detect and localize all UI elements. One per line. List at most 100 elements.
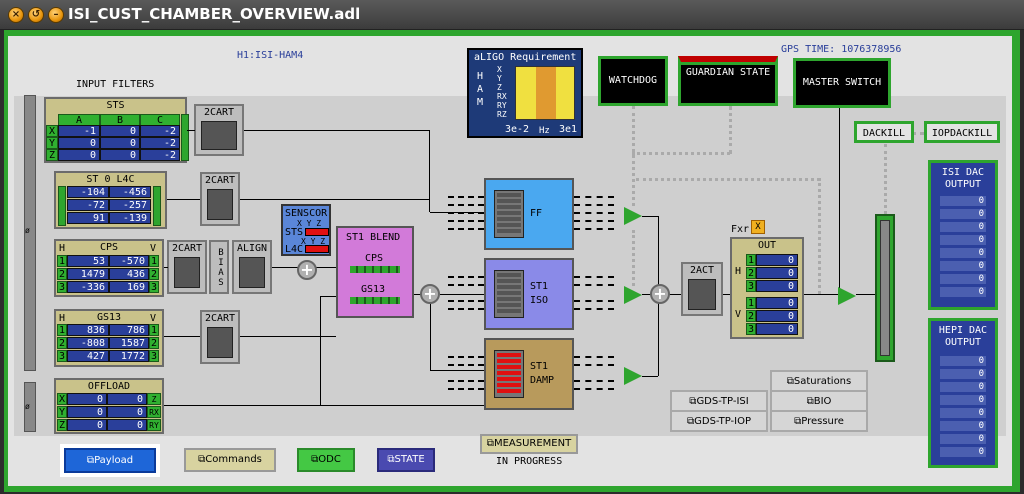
wire [320, 296, 336, 297]
matrix-green-icon [174, 257, 200, 288]
out-v-n: 3 [746, 323, 756, 335]
wire [642, 376, 658, 377]
saturations-button[interactable]: ⧉Saturations [770, 370, 868, 392]
align-button[interactable]: ALIGN [232, 240, 272, 294]
iopdackill-button[interactable]: IOPDACKILL [924, 121, 1000, 143]
wire [164, 336, 200, 337]
left-slider-bar[interactable] [24, 95, 36, 371]
window-icon: ⧉ [387, 454, 395, 465]
dash-line [448, 356, 484, 358]
gs13-n: 2 [57, 337, 67, 349]
senscor-l4c-led [305, 245, 329, 253]
senscor-sts: STS [285, 227, 304, 238]
wire [164, 267, 168, 268]
aligo-x-max: 3e1 [559, 124, 578, 135]
wire [167, 199, 200, 200]
cps-2cart-button[interactable]: 2CART [167, 240, 207, 294]
dac-value: 0 [940, 274, 986, 284]
cps-h: -336 [67, 281, 109, 293]
l4c-val: -139 [109, 212, 151, 224]
master-switch-button[interactable]: MASTER SWITCH [793, 58, 891, 108]
out-v-val: 0 [756, 297, 798, 309]
gds-tp-isi-button[interactable]: ⧉GDS-TP-ISI [670, 390, 768, 412]
cps-h: 1479 [67, 268, 109, 280]
cps-v: -570 [109, 255, 149, 267]
master-switch-slider[interactable] [875, 214, 895, 362]
odc-button[interactable]: ⧉ODC [297, 448, 355, 472]
dackill-button[interactable]: DACKILL [854, 121, 914, 143]
blend-cps-leds [350, 266, 400, 273]
window-icon: ⧉ [486, 438, 494, 449]
sts-2cart-button[interactable]: 2CART [194, 104, 244, 156]
l4c-val: -257 [109, 199, 151, 211]
sum-junction-icon: + [420, 284, 440, 304]
pressure-button[interactable]: ⧉Pressure [770, 410, 868, 432]
sts-val: -2 [140, 149, 180, 161]
offload-title: OFFLOAD [87, 381, 131, 392]
sts-val: -2 [140, 125, 180, 137]
sts-val: -1 [58, 125, 100, 137]
window-icon: ⧉ [689, 396, 697, 407]
matrix-grid-icon [201, 121, 237, 150]
payload-button[interactable]: ⧉Payload [64, 448, 156, 473]
measurement-label: MEASUREMENT [493, 438, 572, 449]
wire [440, 294, 484, 295]
2act-button[interactable]: 2ACT [681, 262, 723, 316]
dac-value: 0 [940, 287, 986, 297]
hepi-dac-output-panel[interactable]: HEPI DAC OUTPUT [928, 318, 998, 468]
gs13-vn: 1 [149, 324, 159, 336]
close-icon[interactable]: × [8, 7, 24, 23]
dash-line [574, 196, 614, 198]
wire [240, 336, 336, 337]
offload-r: RX [147, 406, 161, 418]
st1-iso-block[interactable]: ST1 ISO [484, 258, 574, 330]
dotted-link [729, 106, 732, 154]
blend-cps: CPS [365, 253, 384, 264]
guardian-state-button[interactable]: GUARDIAN STATE [678, 56, 778, 106]
offload-l: X [57, 393, 67, 405]
aligo-requirement-panel[interactable]: aLIGO Requirement H A M X Y Z RX RY RZ 3… [467, 48, 583, 138]
sts-val: 0 [100, 125, 140, 137]
dash-line [574, 388, 614, 390]
ff-block[interactable]: FF [484, 178, 574, 250]
st1-damp-block[interactable]: ST1 DAMP [484, 338, 574, 410]
window-title: ISI_CUST_CHAMBER_OVERVIEW.adl [68, 5, 361, 23]
dac-value: 0 [940, 356, 986, 366]
cps-n: 2 [57, 268, 67, 280]
bio-button[interactable]: ⧉BIO [770, 390, 868, 412]
bias-button[interactable]: B I A S [209, 240, 229, 294]
filter-stack-red-icon [494, 350, 524, 398]
state-button[interactable]: ⧉STATE [377, 448, 435, 472]
saturations-label: Saturations [793, 376, 852, 387]
dash-line [448, 212, 484, 214]
measurement-button[interactable]: ⧉MEASUREMENT [480, 434, 578, 454]
sts-val: 0 [100, 137, 140, 149]
state-label: STATE [394, 454, 425, 465]
out-h-label: H [735, 266, 742, 277]
restore-icon[interactable]: ↺ [28, 7, 44, 23]
minimize-icon[interactable]: – [48, 7, 64, 23]
window-icon: ⧉ [311, 454, 319, 465]
input-filters-label: INPUT FILTERS [76, 79, 155, 90]
cps-h-label: H [59, 243, 66, 254]
senscor-block[interactable]: SENSCOR X Y Z STS X Y Z L4C [281, 204, 331, 256]
dac-value: 0 [940, 434, 986, 444]
dotted-link [636, 178, 820, 181]
offload-b: 0 [107, 406, 147, 418]
dotted-link [632, 230, 635, 286]
wire [429, 130, 430, 212]
wire [240, 199, 430, 200]
watchdog-button[interactable]: WATCHDOG [598, 56, 668, 106]
window-icon: ⧉ [86, 455, 95, 466]
offload-slider-bar[interactable] [24, 382, 36, 432]
commands-button[interactable]: ⧉Commands [184, 448, 276, 472]
gs13-2cart-button[interactable]: 2CART [200, 310, 240, 364]
senscor-l4c: L4C [285, 244, 304, 255]
dash-line [448, 220, 484, 222]
fxr-badge[interactable]: X [751, 220, 765, 234]
gds-tp-iop-button[interactable]: ⧉GDS-TP-IOP [670, 410, 768, 432]
l4c-2cart-button[interactable]: 2CART [200, 172, 240, 226]
cps-n: 3 [57, 281, 67, 293]
st1-blend-block[interactable]: ST1 BLEND CPS GS13 [336, 226, 414, 318]
